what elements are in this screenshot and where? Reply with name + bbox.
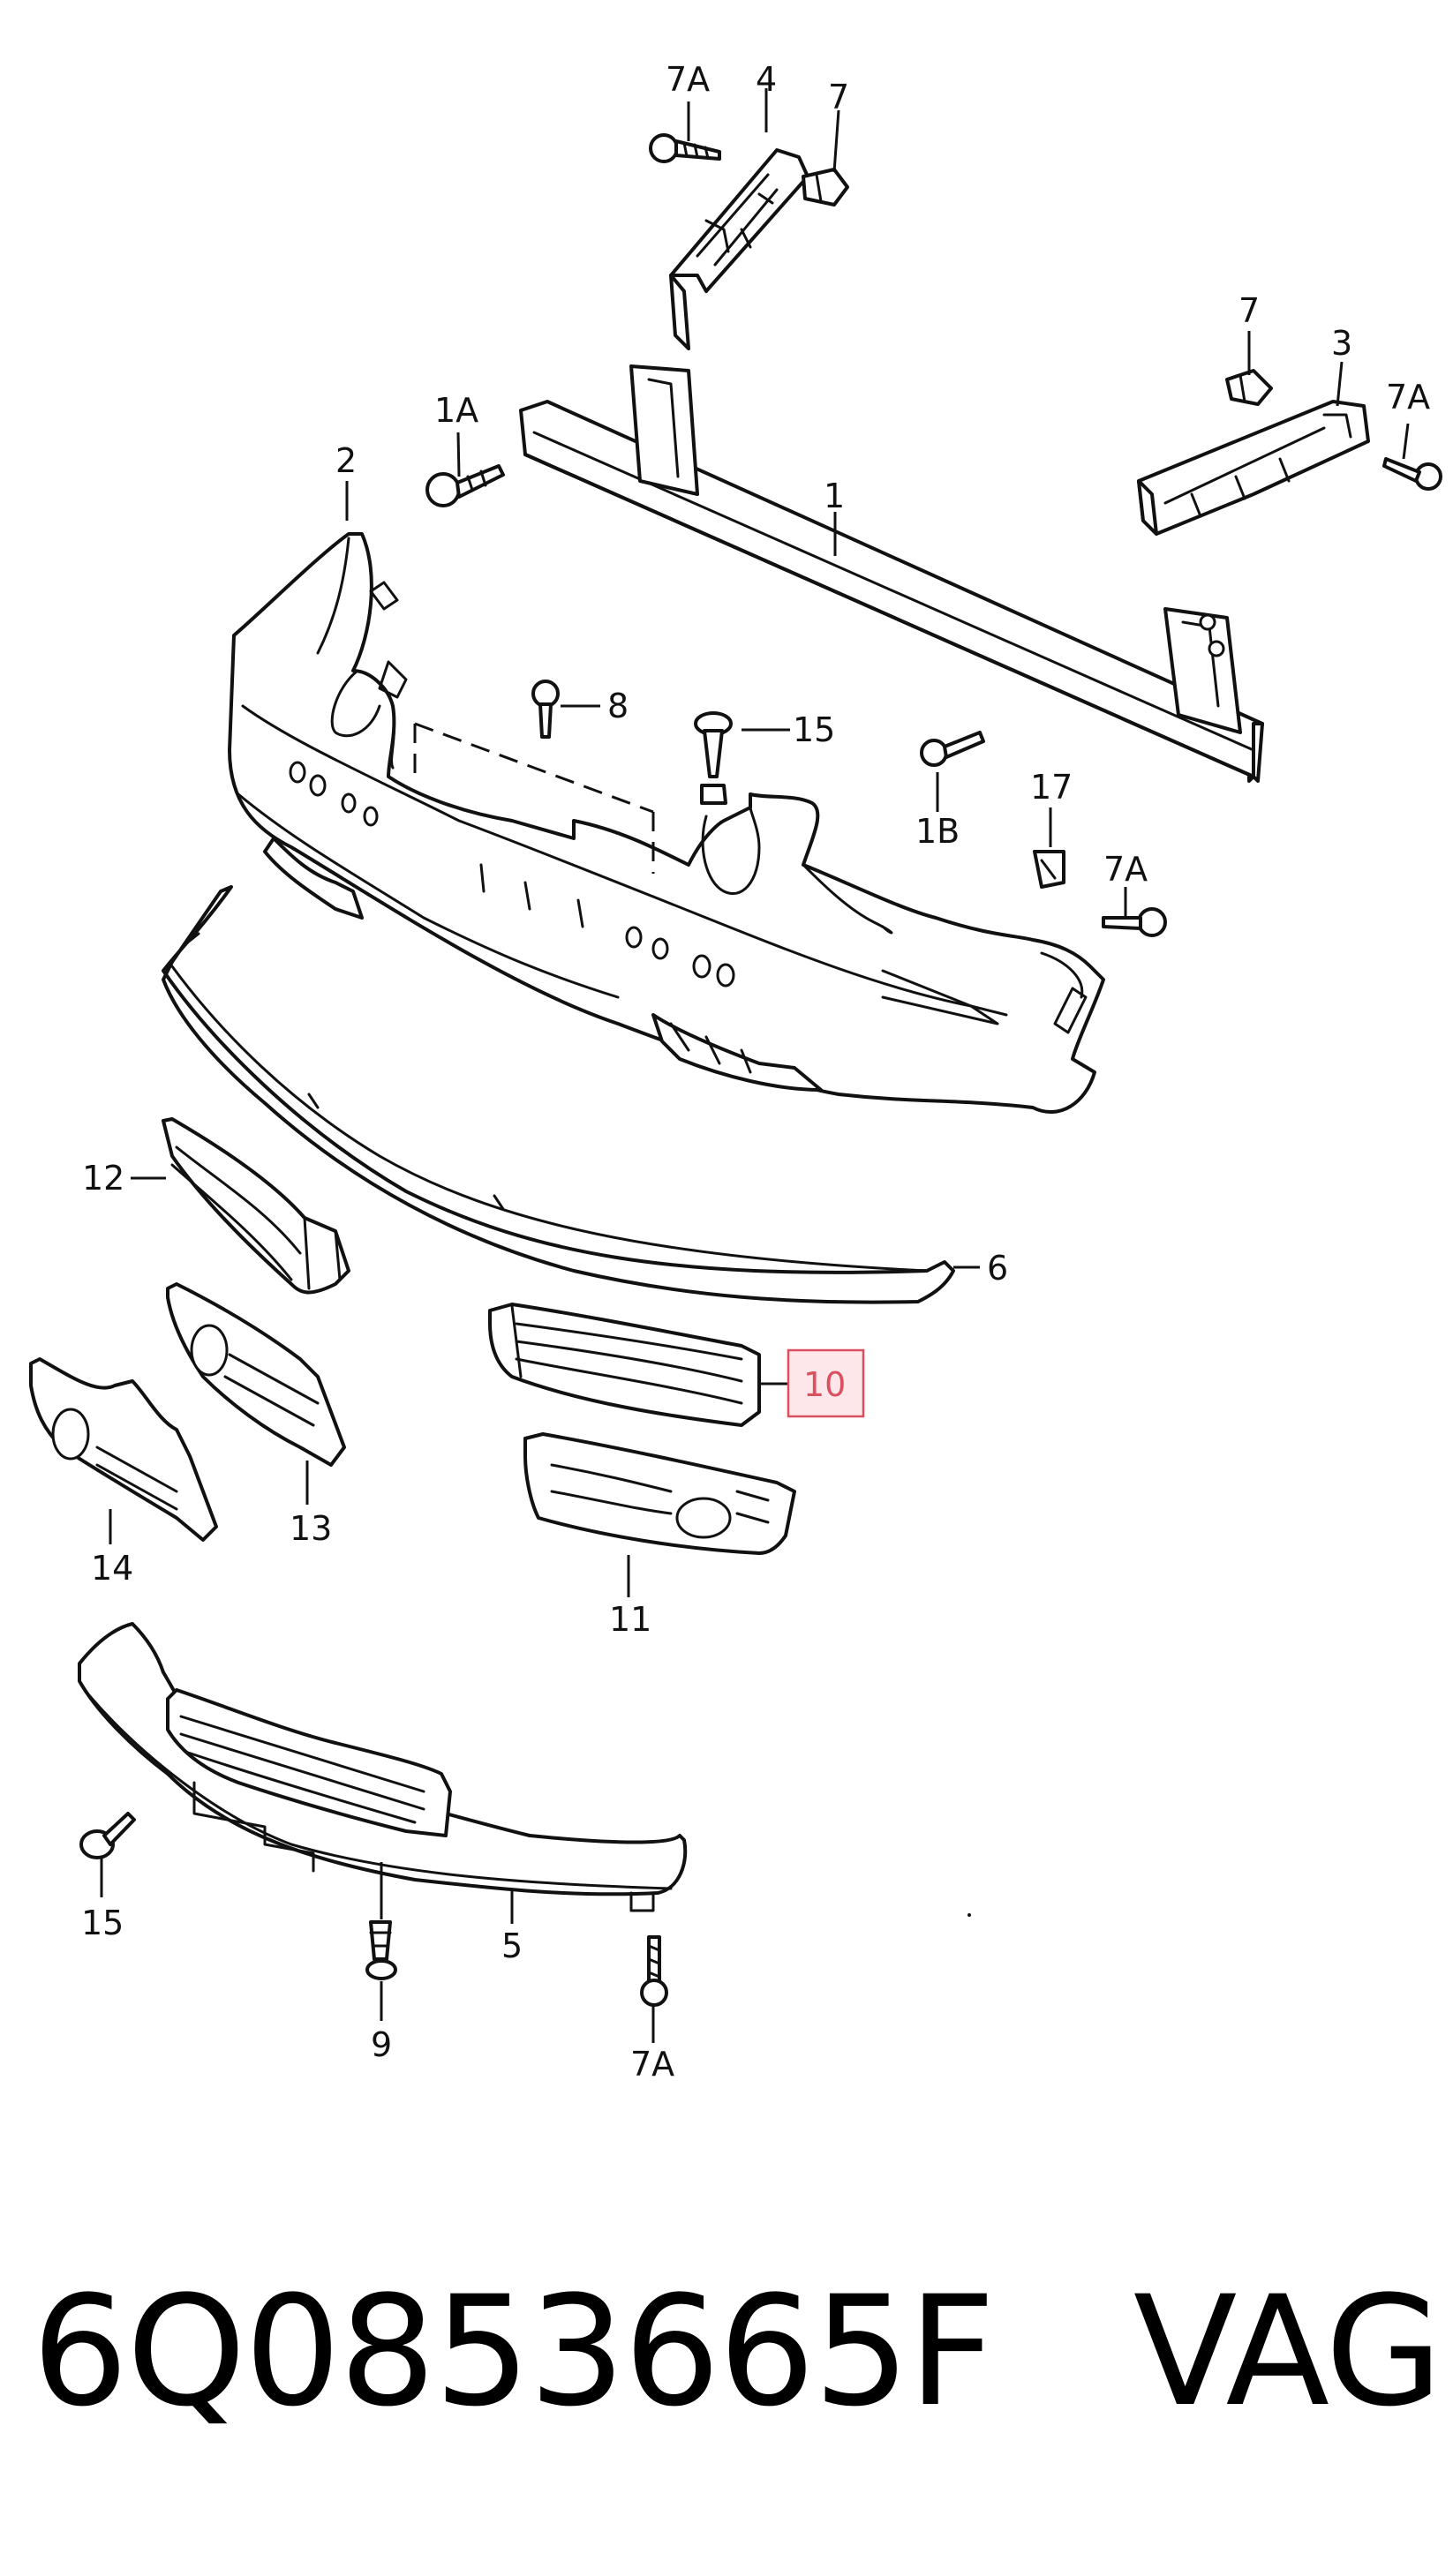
screw-8 bbox=[531, 680, 560, 739]
bracket-part-3 bbox=[1137, 400, 1370, 536]
callout-15-bottom: 15 bbox=[81, 1904, 124, 1942]
callout-7a-bottom: 7A bbox=[630, 2045, 674, 2084]
callout-7-right: 7 bbox=[1238, 291, 1260, 330]
grille-part-12 bbox=[162, 1117, 350, 1295]
bumper-cover-part-2 bbox=[228, 532, 1105, 1114]
screw-7a-bottom bbox=[640, 1935, 668, 2007]
clip-9 bbox=[365, 1920, 397, 1980]
screw-1a bbox=[425, 464, 505, 507]
callout-1a: 1A bbox=[434, 391, 478, 430]
bracket-part-4 bbox=[669, 148, 809, 350]
callout-3: 3 bbox=[1331, 324, 1352, 363]
callout-7a-right: 7A bbox=[1386, 378, 1430, 417]
callout-13: 13 bbox=[290, 1509, 332, 1548]
callout-15-mid: 15 bbox=[793, 710, 835, 749]
screw-7a-mid bbox=[1102, 907, 1167, 937]
screw-1b bbox=[920, 731, 985, 767]
clip-17 bbox=[1033, 850, 1065, 889]
impact-bar-part-1 bbox=[519, 364, 1264, 783]
grille-part-13 bbox=[166, 1282, 346, 1467]
screw-7a-right bbox=[1382, 457, 1442, 491]
callout-1: 1 bbox=[824, 477, 845, 515]
part-number-footer: 6Q0853665F VAG bbox=[32, 2259, 1442, 2445]
callout-7a-mid: 7A bbox=[1103, 850, 1148, 889]
callout-11: 11 bbox=[609, 1600, 651, 1639]
callout-12: 12 bbox=[82, 1159, 124, 1198]
grille-part-11 bbox=[523, 1432, 796, 1555]
callout-labels: 7A 4 7 7 3 7A 1A 2 1 8 15 1B 17 7A 12 6 … bbox=[81, 60, 1430, 2084]
callout-6: 6 bbox=[987, 1249, 1008, 1288]
callout-17: 17 bbox=[1030, 768, 1073, 807]
footer-gap bbox=[994, 2263, 1133, 2440]
spoiler-part-6 bbox=[162, 885, 955, 1304]
callout-2: 2 bbox=[335, 441, 357, 480]
callout-14: 14 bbox=[91, 1549, 133, 1588]
clip-7-top bbox=[802, 168, 849, 207]
callout-7a-top: 7A bbox=[666, 60, 710, 99]
callout-9: 9 bbox=[371, 2025, 392, 2064]
screw-15-bottom bbox=[79, 1812, 136, 1859]
screw-7a-top bbox=[649, 133, 721, 163]
part-number: 6Q0853665F bbox=[32, 2263, 996, 2440]
leader-lines bbox=[100, 88, 1410, 2043]
callout-7-top: 7 bbox=[828, 78, 849, 116]
grille-part-14 bbox=[29, 1357, 218, 1542]
stray-dot bbox=[967, 1913, 971, 1917]
callout-4: 4 bbox=[756, 60, 777, 99]
callout-8: 8 bbox=[607, 687, 629, 725]
callout-10: 10 bbox=[803, 1365, 846, 1404]
callout-10-highlight bbox=[787, 1348, 865, 1418]
brand-name: VAG bbox=[1133, 2263, 1443, 2440]
callout-1b: 1B bbox=[915, 812, 960, 851]
callout-5: 5 bbox=[501, 1926, 523, 1965]
grille-part-10 bbox=[488, 1303, 761, 1427]
screw-15-mid bbox=[694, 711, 733, 805]
clip-7-right bbox=[1225, 369, 1273, 406]
lower-grille-part-5 bbox=[78, 1622, 688, 1912]
